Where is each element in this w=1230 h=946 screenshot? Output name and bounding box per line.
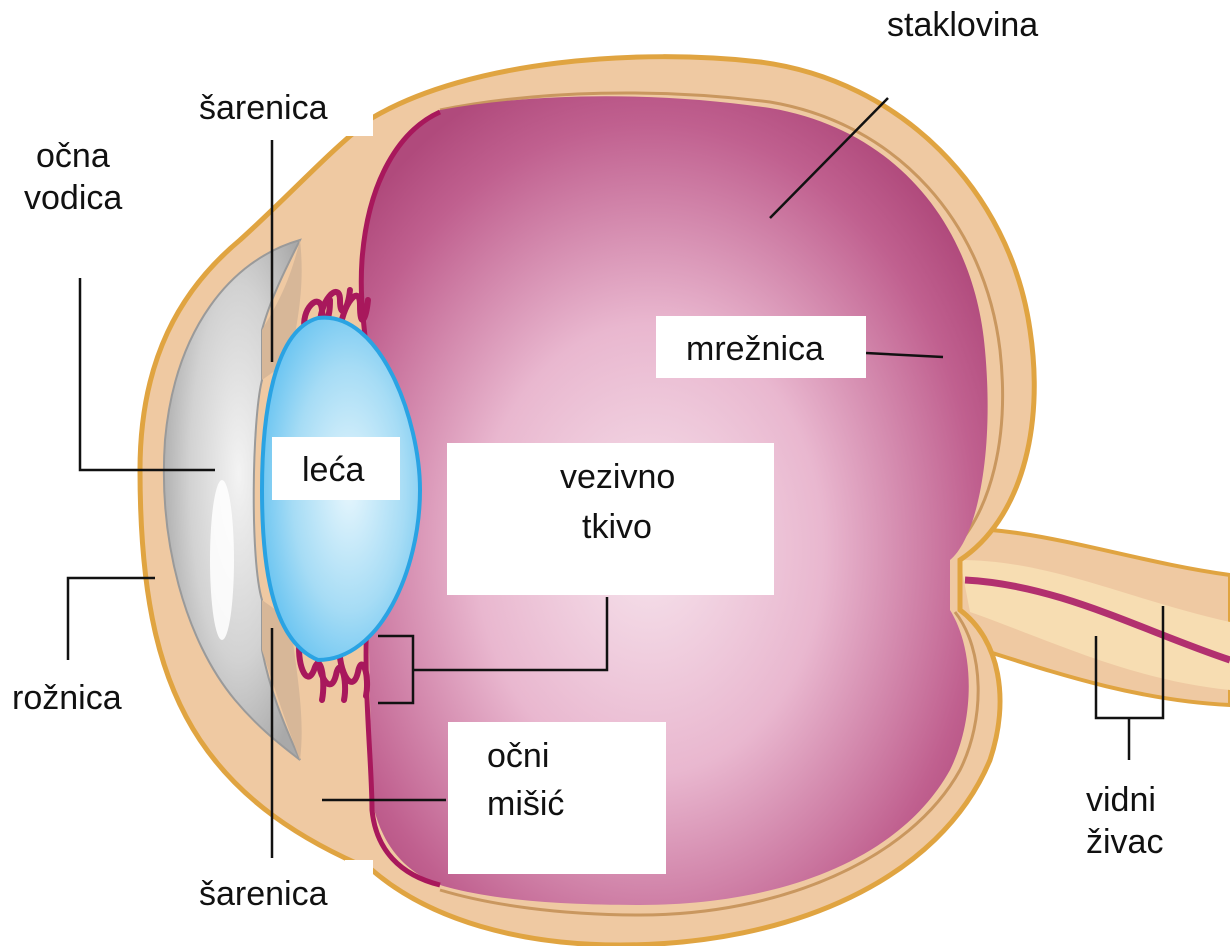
cornea-highlight: [210, 480, 234, 640]
label-sarenica-bottom: šarenica: [199, 872, 328, 916]
label-ocna: očna: [36, 134, 110, 178]
label-sarenica-top: šarenica: [199, 86, 328, 130]
label-staklovina: staklovina: [887, 3, 1038, 47]
label-vodica: vodica: [24, 176, 122, 220]
label-vidni: vidni: [1086, 778, 1156, 822]
label-ocni: očni: [487, 734, 549, 778]
label-misic: mišić: [487, 782, 564, 826]
label-roznica: rožnica: [12, 676, 122, 720]
label-zivac: živac: [1086, 820, 1163, 864]
leader-roznica: [68, 578, 155, 660]
label-tkivo: tkivo: [582, 505, 652, 549]
label-vezivno: vezivno: [560, 455, 675, 499]
label-leca: leća: [302, 448, 364, 492]
label-mreznica: mrežnica: [686, 327, 824, 371]
